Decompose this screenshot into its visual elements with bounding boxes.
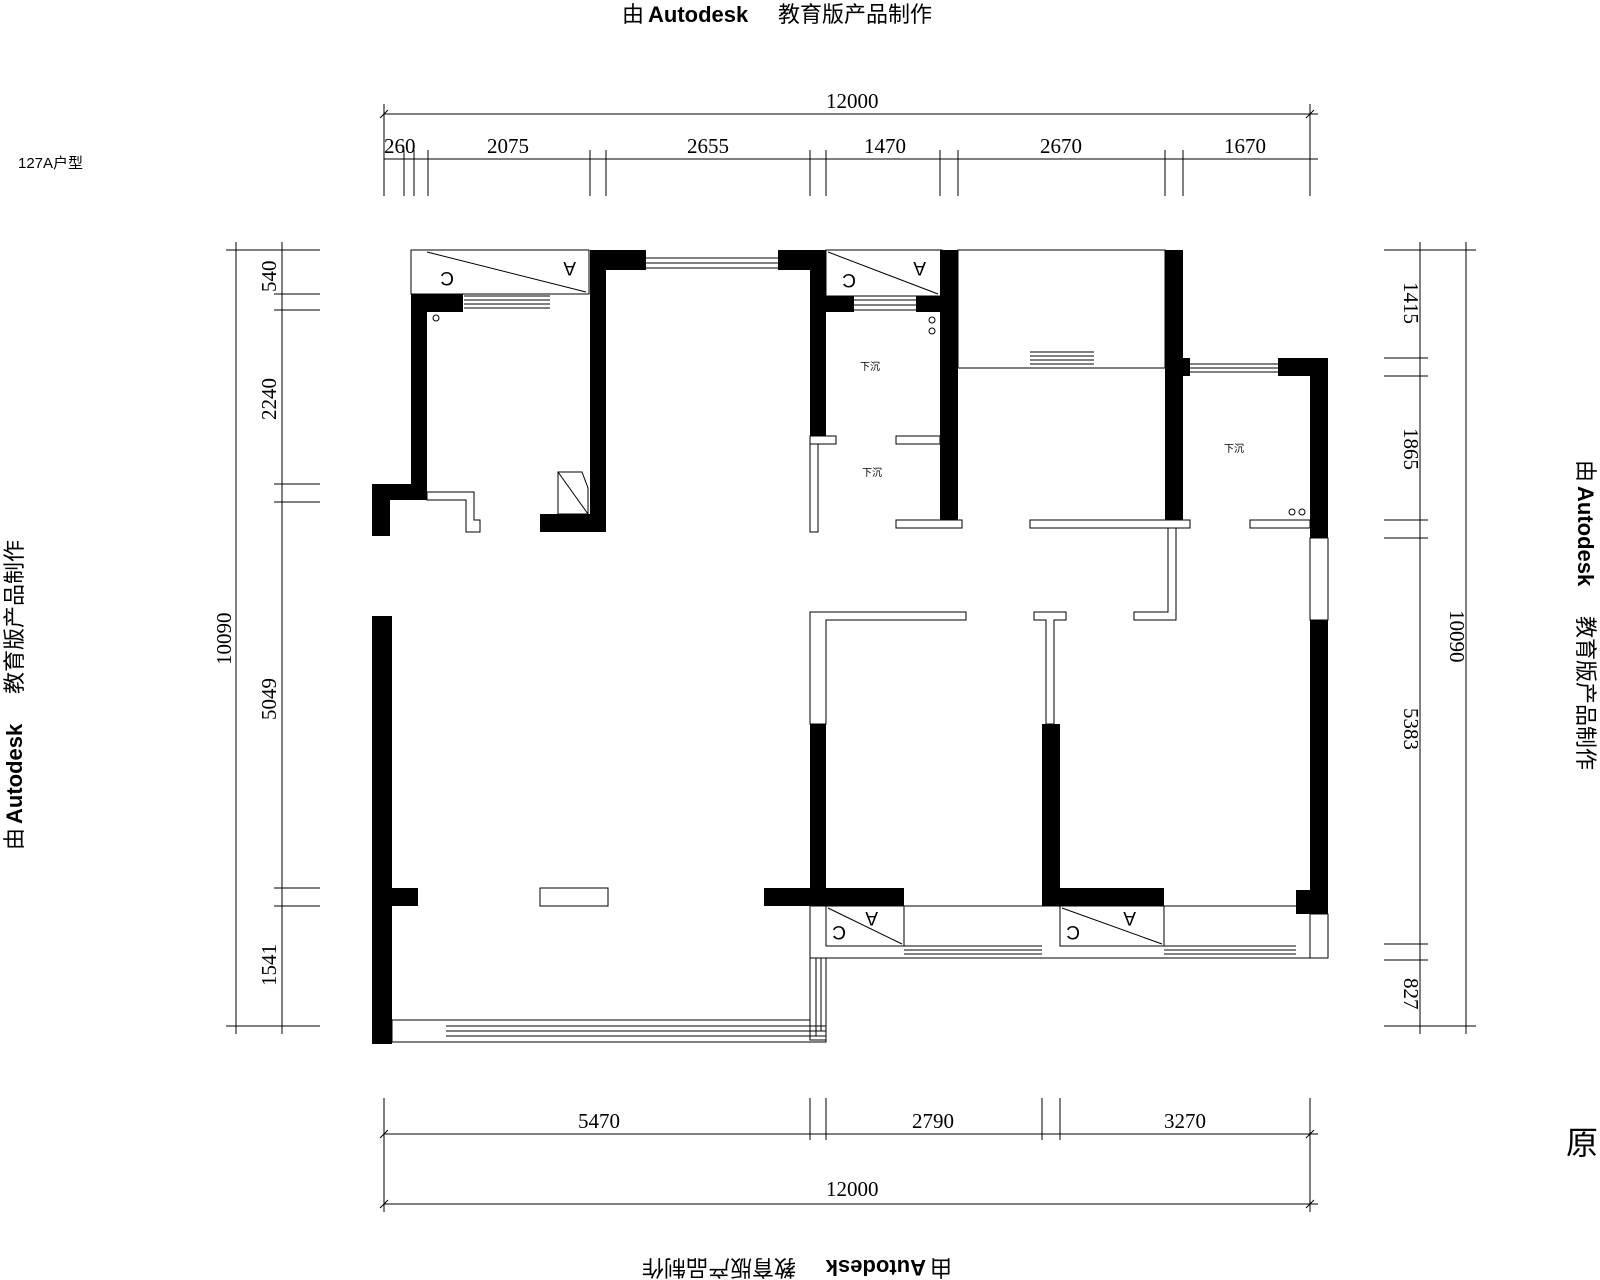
watermark-bottom-brand: Autodesk bbox=[825, 1255, 926, 1280]
ac-label-a: A bbox=[1123, 907, 1136, 928]
watermark-top-suffix: 教育版产品制作 bbox=[778, 2, 932, 27]
watermark-right-suffix: 教育版产品制作 bbox=[1573, 616, 1598, 770]
top-dimension-6: 1670 bbox=[1224, 134, 1266, 158]
fixture-block bbox=[539, 887, 609, 907]
top-dimension-3: 2655 bbox=[687, 134, 729, 158]
left-dimension-2: 2240 bbox=[257, 378, 281, 420]
top-total-dimension: 12000 bbox=[826, 89, 879, 113]
top-dimension-2: 2075 bbox=[487, 134, 529, 158]
ac-unit-top-left: A C bbox=[426, 251, 587, 293]
left-dimension-1: 540 bbox=[257, 261, 281, 293]
window-right bbox=[1309, 537, 1329, 621]
ac-label-a: A bbox=[865, 907, 878, 928]
bottom-total-dimension: 12000 bbox=[826, 1177, 879, 1201]
watermark-left: 由 Autodesk 教育版产品制作 bbox=[2, 540, 27, 850]
sunken-note-3: 下沉 bbox=[1224, 442, 1244, 455]
ac-label-c: C bbox=[842, 269, 856, 290]
right-dimension-2: 1865 bbox=[1399, 428, 1423, 470]
left-total-dimension: 10090 bbox=[212, 613, 236, 666]
ac-unit-bottom-right: A C bbox=[1059, 905, 1165, 947]
bottom-dimension-3: 3270 bbox=[1164, 1109, 1206, 1133]
interior-partitions bbox=[426, 435, 1311, 907]
watermark-left-brand: Autodesk bbox=[2, 723, 27, 824]
left-dimension-3: 5049 bbox=[257, 678, 281, 720]
corner-character: 原 bbox=[1566, 1124, 1598, 1162]
bottom-dimension-1: 5470 bbox=[578, 1109, 620, 1133]
watermark-right: 由 Autodesk 教育版产品制作 bbox=[1573, 460, 1598, 770]
ac-unit-bottom-mid: A C bbox=[825, 905, 905, 947]
right-dimension-3: 5383 bbox=[1399, 708, 1423, 750]
watermark-left-suffix: 教育版产品制作 bbox=[2, 540, 27, 694]
watermark-right-prefix: 由 bbox=[1573, 460, 1598, 482]
watermark-top: 由 Autodesk 教育版产品制作 bbox=[622, 2, 932, 27]
sunken-note-2: 下沉 bbox=[862, 466, 882, 479]
watermark-top-brand: Autodesk bbox=[648, 2, 749, 27]
watermark-bottom: 由 Autodesk 教育版产品制作 bbox=[642, 1255, 952, 1280]
top-dimension-4: 1470 bbox=[864, 134, 906, 158]
window-glazing bbox=[446, 257, 1296, 1037]
ac-ledge-top-left bbox=[410, 249, 590, 295]
top-dimension-chain: 12000 260 2075 2655 1470 2670 1670 bbox=[379, 89, 1318, 196]
right-total-dimension: 10090 bbox=[1445, 610, 1469, 663]
ledge-bottom-right bbox=[1309, 913, 1329, 959]
watermark-left-prefix: 由 bbox=[2, 828, 27, 850]
ac-label-c: C bbox=[440, 267, 454, 288]
top-dimension-5: 2670 bbox=[1040, 134, 1082, 158]
right-dimension-chain: 10090 1415 1865 5383 827 bbox=[1384, 242, 1476, 1034]
drains bbox=[432, 314, 1306, 516]
watermark-right-brand: Autodesk bbox=[1573, 486, 1598, 587]
sunken-note-1: 下沉 bbox=[860, 360, 880, 373]
watermark-bottom-prefix: 由 bbox=[930, 1255, 952, 1280]
left-dimension-4: 1541 bbox=[257, 944, 281, 986]
ac-label-c: C bbox=[1066, 921, 1080, 942]
plan-label: 127A户型 bbox=[18, 155, 83, 172]
top-dimension-1: 260 bbox=[384, 134, 416, 158]
balcony-bottom-left-edge bbox=[809, 957, 827, 1041]
left-dimension-chain: 10090 540 2240 5049 1541 bbox=[212, 242, 320, 1034]
right-dimension-1: 1415 bbox=[1399, 282, 1423, 324]
bottom-dimension-2: 2790 bbox=[912, 1109, 954, 1133]
walls bbox=[372, 250, 1328, 1044]
ac-unit-top-mid: A C bbox=[827, 251, 939, 295]
watermark-top-prefix: 由 bbox=[622, 2, 644, 27]
balcony-top-right bbox=[957, 249, 1166, 369]
bottom-dimension-chain: 5470 2790 3270 12000 bbox=[379, 1098, 1318, 1212]
right-dimension-4: 827 bbox=[1399, 978, 1423, 1010]
ac-label-a: A bbox=[563, 257, 576, 278]
ac-label-c: C bbox=[832, 921, 846, 942]
ac-label-a: A bbox=[913, 257, 926, 278]
top-ticks bbox=[403, 150, 1184, 196]
watermark-bottom-suffix: 教育版产品制作 bbox=[642, 1255, 796, 1280]
